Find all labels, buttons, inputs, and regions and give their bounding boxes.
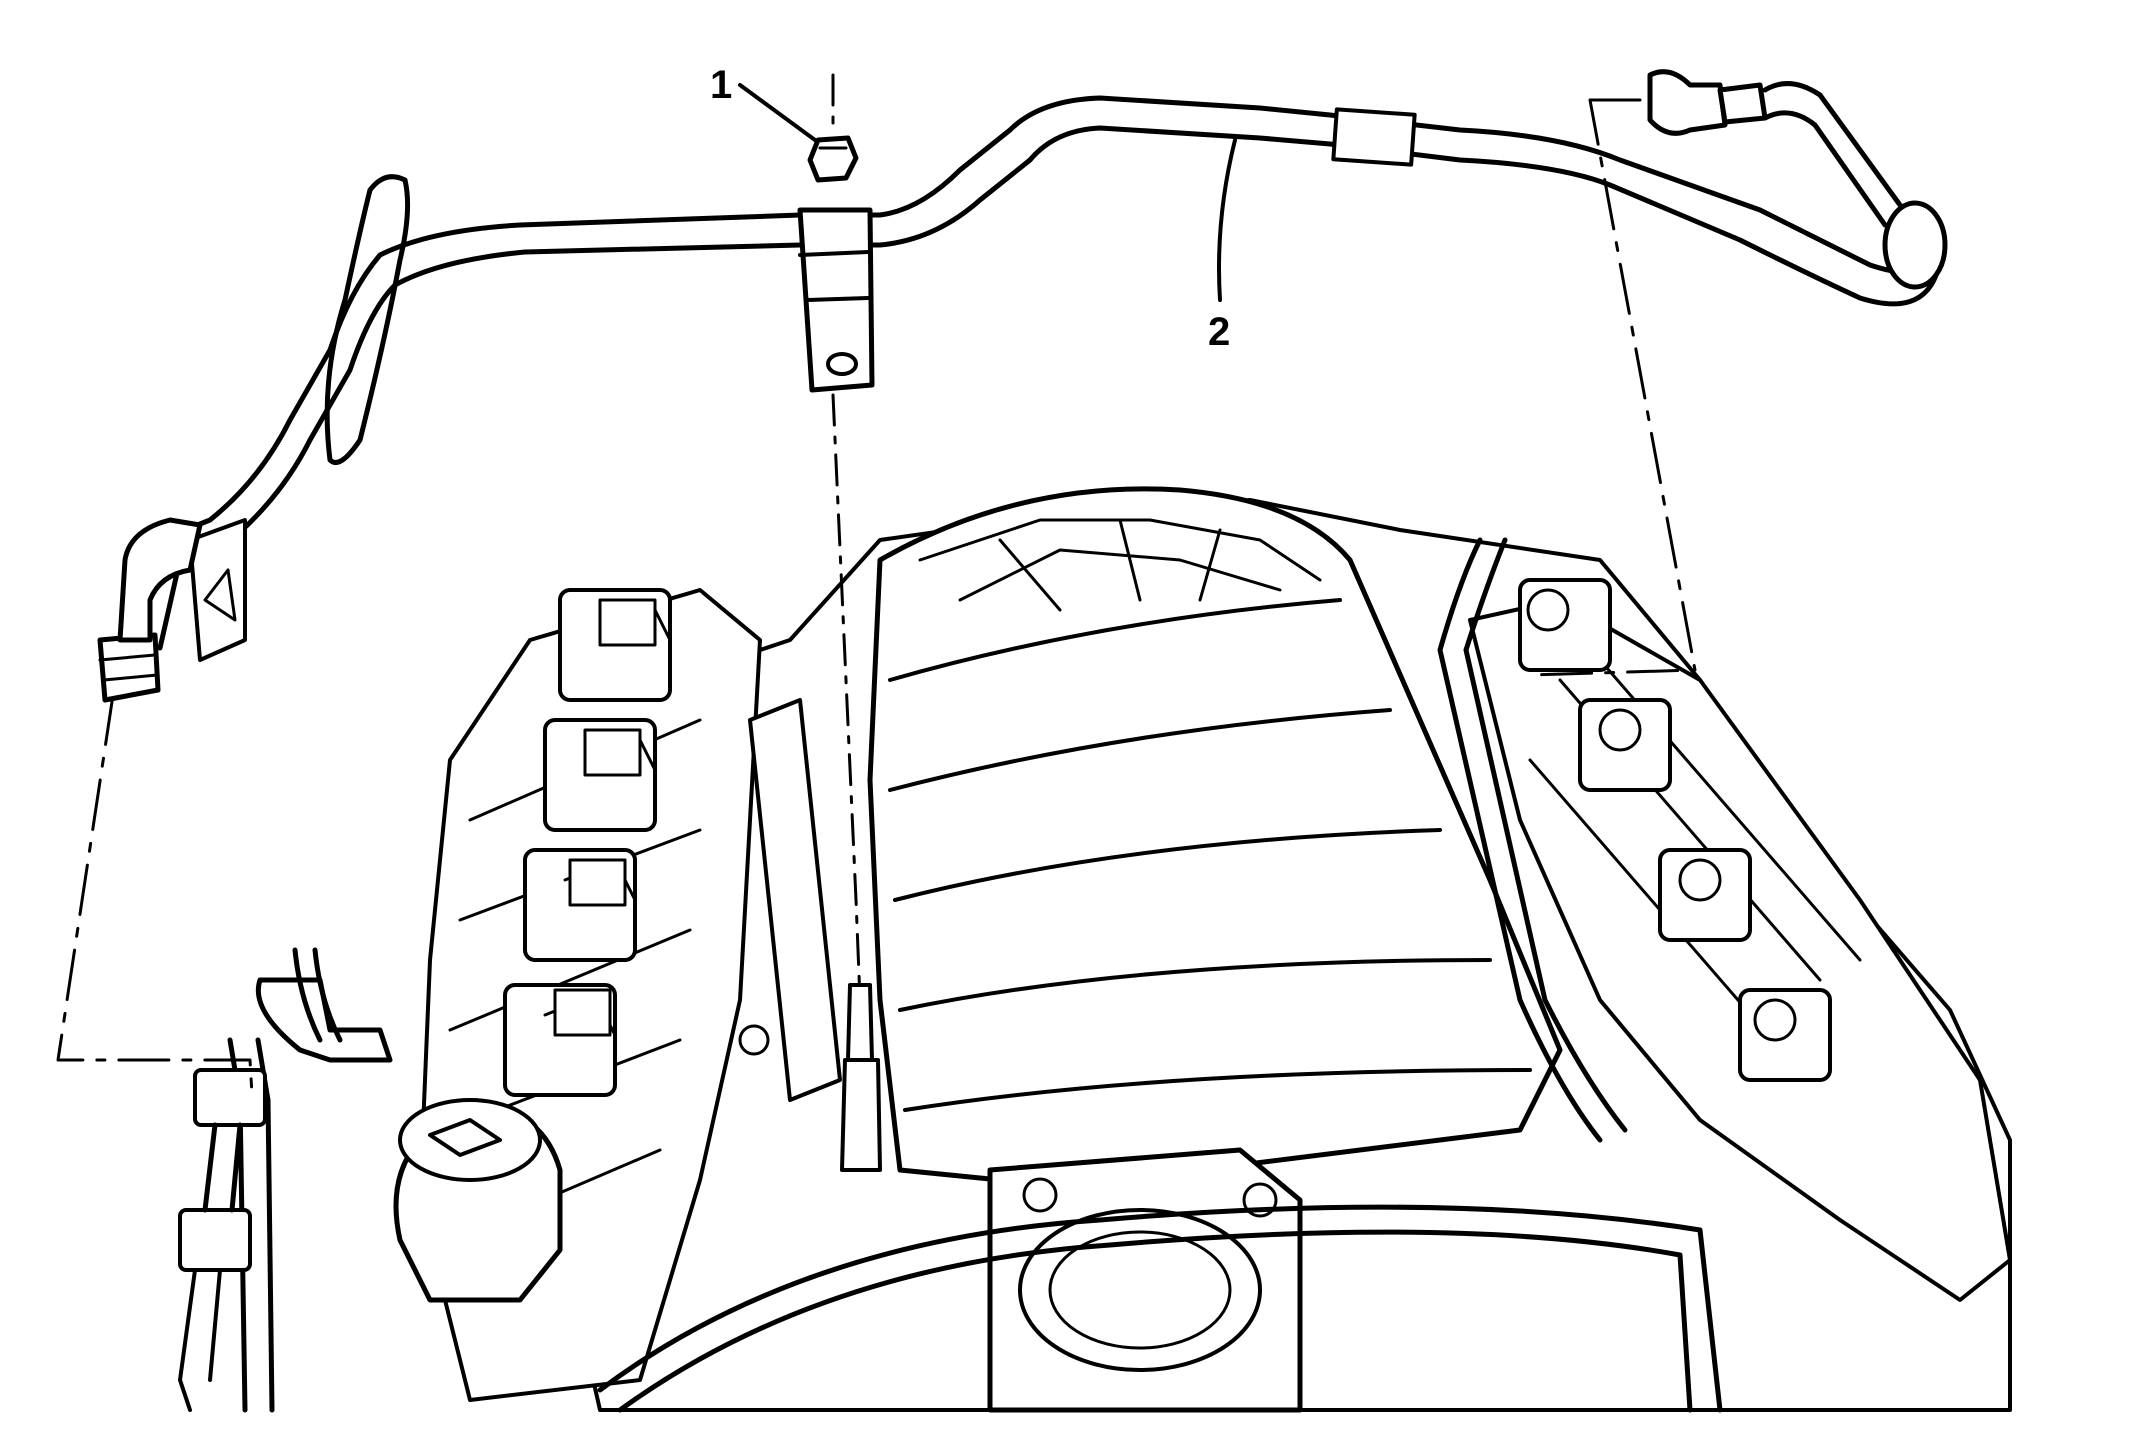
- callout-1-label: 1: [710, 63, 732, 107]
- callout-1: 1: [710, 63, 817, 142]
- throttle-body: [987, 1147, 1303, 1413]
- left-end-leader: [56, 693, 254, 1097]
- left-ignition-coils: [503, 588, 672, 1097]
- callout-2-label: 2: [1208, 310, 1230, 354]
- left-pipe-clamp: [188, 518, 247, 662]
- intake-manifold: [867, 486, 1563, 1183]
- mounting-stud: [846, 983, 874, 1062]
- left-quick-connector: [97, 632, 161, 703]
- engine-assembly: [178, 486, 2012, 1413]
- oil-filler-cap: [393, 1098, 563, 1303]
- retaining-nut: [807, 135, 882, 1172]
- pipe-insulator-sleeve: [1331, 107, 1417, 167]
- vacuum-tube-right: [1437, 537, 1603, 1143]
- right-ignition-coils: [1518, 578, 1832, 1082]
- fuel-feed-pipe-assembly: [97, 69, 1948, 703]
- callout-2: 2: [1208, 138, 1237, 354]
- right-end-leader: [1528, 98, 1697, 677]
- left-fuel-connector: [178, 1068, 267, 1412]
- pcv-tube-left: [255, 977, 393, 1063]
- left-fuel-rail: [748, 698, 842, 1102]
- evap-tube-front: [597, 1204, 1723, 1413]
- right-quick-connector: [1647, 69, 1728, 136]
- installation-leader-lines: [56, 73, 1697, 1097]
